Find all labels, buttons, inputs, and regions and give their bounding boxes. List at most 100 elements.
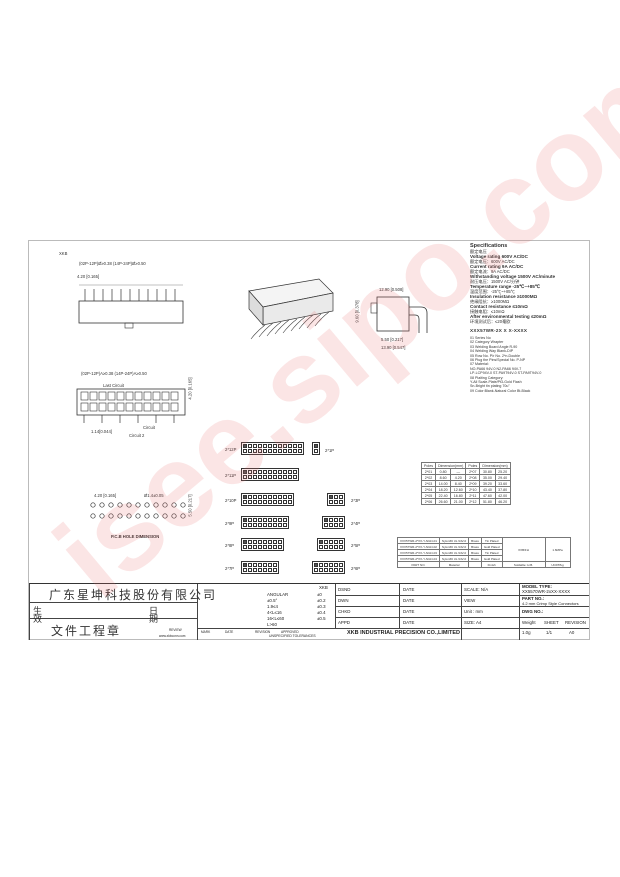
url: www.xkbconn.com <box>159 634 186 638</box>
spec-line: 额定电流：9A AC/DC <box>470 269 510 274</box>
conn-2x9p <box>241 516 289 529</box>
table-cell: 2*12 <box>465 498 481 505</box>
sign-label: 生 <box>33 607 45 617</box>
table-cell: 2*06 <box>421 498 436 505</box>
spec-line: Contact resistance ≤10mΩ <box>470 304 528 309</box>
view-label: VIEW <box>464 598 476 603</box>
tol-val: ±0.4 <box>317 610 326 615</box>
table-cell: 46.20 <box>494 498 511 505</box>
spec-line: 额定电压：600V AC/DC <box>470 259 515 264</box>
spec-title: Specifications <box>470 243 508 249</box>
dim-side-w: 12.90 [0.508] <box>379 287 404 292</box>
date-label: DATE <box>403 620 415 625</box>
spec-line: 温度范围：-25℃~+85℃ <box>470 289 515 294</box>
table-cell: PART NO. <box>397 561 440 568</box>
conn-2x3p <box>327 493 345 506</box>
conn-label-2x5p: 2*5P <box>351 543 361 548</box>
conn-label-2x8p: 2*8P <box>225 543 235 548</box>
company-en: XKB INDUSTRIAL PRECISION CO.,LIMITED <box>347 630 460 636</box>
spec-line: 环境测试后：≤20毫欧 <box>470 319 511 324</box>
spec-line: Current rating 9A AC/DC <box>470 264 524 269</box>
table-cell: 21.00 <box>450 498 467 505</box>
rev-col: APPROVED <box>281 630 299 634</box>
spec-line: 额定电压 <box>470 249 487 254</box>
angular-label: ANGULAR <box>267 592 289 597</box>
tol-range: 1.9≤4 <box>267 604 278 609</box>
conn-label-2x3p: 2*3P <box>351 498 361 503</box>
tol-val: ±0 <box>317 592 322 597</box>
code-line: LP-LCP94V-0 ST-PA9T94V-0 ST-PA9T94V-0 <box>470 371 542 376</box>
sign-label: 期 <box>149 615 161 625</box>
code-line: 05 Row No. P/r No. 2*n-Double <box>470 353 520 358</box>
angular-val: ±0.5° <box>267 598 278 603</box>
spec-line: Insulation resistance ≥1000MΩ <box>470 294 538 299</box>
front-view-drawing <box>71 281 189 333</box>
appd-label: APPD <box>338 620 350 625</box>
label-circuit2: Circuit 2 <box>129 433 145 438</box>
tol-val: ±0.5 <box>317 616 326 621</box>
code-line: 09 Color:Blank-Natural Color Bt-Black <box>470 388 531 393</box>
dim-side-a: 5.50 [0.217] <box>381 337 404 342</box>
conn-label-2x7p: 2*7P <box>225 566 235 571</box>
code-line: 06 Plug the Pins/Special No. P-NP <box>470 358 526 363</box>
conn-2x10p <box>241 493 294 506</box>
rev-col: REVIEW <box>169 628 182 632</box>
conn-2x1p <box>312 442 320 455</box>
conn-label-2x4p: 2*4P <box>351 521 361 526</box>
dim-pcb-hole: Ø1.4±0.05 <box>144 493 164 498</box>
part-no-label: PART NO.: <box>522 596 545 601</box>
title-block: 广东星坤科技股份有限公司 生 效 日 期 文件工程章 XKB ANGULAR ±… <box>29 583 589 640</box>
date-label: DATE <box>403 598 415 603</box>
table-cell <box>468 561 482 568</box>
dimension-table: Poles Dimension(mm) Poles Dimension(mm) … <box>421 462 511 505</box>
dim-height-mid: 4.20 [0.165] <box>187 377 193 400</box>
rev-col: DATE <box>225 630 234 634</box>
drawing-sheet: XKB (02P-12P)Ø≥0.38 (14P-24P)Ø≥0.50 4.20… <box>28 240 590 640</box>
side-view-drawing <box>361 293 433 339</box>
conn-2x4p <box>322 516 345 529</box>
weight-label: Weight <box>522 620 536 625</box>
conn-label-2x1p: 2*1P <box>325 448 335 453</box>
specifications-panel: Specifications 额定电压 Voltage rating 600V … <box>470 243 588 393</box>
tol-val: ±0.3 <box>317 604 326 609</box>
dim-side-h: 9.60 [0.378] <box>354 300 360 323</box>
code-line: 08 Plaiting Category: <box>470 375 504 380</box>
code-line: 03 Welding Board Angle R-90 <box>470 344 518 349</box>
company-cn: 广东星坤科技股份有限公司 <box>49 588 218 602</box>
pcb-hole-pattern <box>85 499 195 523</box>
bottom-tolerance: UNSPECIFIED TOLERANCES <box>269 634 316 638</box>
rev-col: MARK <box>201 630 211 634</box>
spec-line: After environmental testing ≤20mΩ <box>470 314 547 319</box>
label-circuit: Circuit <box>143 425 155 430</box>
tol-val: ±0.2 <box>317 598 326 603</box>
part-code: XXX57WR-2X X X-XXXX <box>470 328 528 333</box>
size-label: SIZE: A4 <box>464 620 482 625</box>
conn-label-2x12p: 2*12P <box>225 447 237 452</box>
dim-pitch-small: 1.14[0.044] <box>91 429 112 434</box>
sign-label: 效 <box>33 615 45 625</box>
conn-2x7p <box>241 561 279 574</box>
sheet-label: SHEET <box>544 620 559 625</box>
table-cell: XXB/FH <box>501 537 546 562</box>
table-cell: Finish <box>480 561 503 568</box>
dsnd-label: DSND <box>338 587 351 592</box>
revision-value: A0 <box>569 630 575 635</box>
code-line: 04 Welding Way Blank-DIP <box>470 349 514 354</box>
code-line: 01 Series No <box>470 336 491 340</box>
spec-line: 接触电阻：≤10mΩ <box>470 309 505 314</box>
revision-label: REVISION <box>565 620 586 625</box>
weight-value: 1.0g <box>522 630 531 635</box>
table-cell: UCP/Pkg <box>544 561 571 568</box>
rev-col: REVISION <box>255 630 271 634</box>
table-cell: 26.60 <box>434 498 452 505</box>
logo-tag: XKB <box>59 251 68 256</box>
dim-top-rows: (02P-12P)Ø≥0.38 (14P-24P)Ø≥0.50 <box>79 261 146 266</box>
tol-range: 16<L≤60 <box>267 616 285 621</box>
sign-label: 日 <box>149 607 161 617</box>
code-line: 02 Category Wrapter <box>470 340 504 345</box>
table-cell: Soldable: H.B. <box>501 561 546 568</box>
